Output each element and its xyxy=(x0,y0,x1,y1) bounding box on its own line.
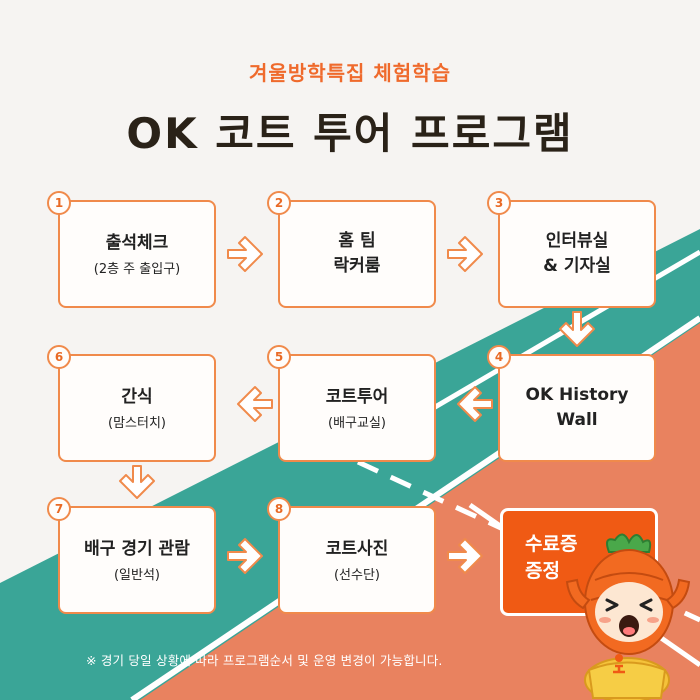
step-1-sublabel: (2층 주 출입구) xyxy=(93,261,181,277)
step-box-1: 출석체크 (2층 주 출입구) xyxy=(58,200,216,308)
step-2-label: 홈 팀 락커룸 xyxy=(333,231,381,276)
step-box-6: 간식 (맘스터치) xyxy=(58,354,216,462)
step-box-4: OK History Wall xyxy=(498,354,656,462)
page-title: OK 코트 투어 프로그램 xyxy=(126,109,574,158)
step-4-label: OK History Wall xyxy=(525,385,629,430)
step-8-sublabel: (선수단) xyxy=(333,567,381,583)
step-number-8: 8 xyxy=(267,497,291,521)
step-number-4: 4 xyxy=(487,345,511,369)
step-number-2: 2 xyxy=(267,191,291,215)
step-number-3: 3 xyxy=(487,191,511,215)
step-6-label: 간식 xyxy=(121,387,153,408)
step-box-7: 배구 경기 관람 (일반석) xyxy=(58,506,216,614)
step-5-label: 코트투어 xyxy=(325,387,389,408)
step-8-label: 코트사진 xyxy=(325,539,389,560)
step-6-sublabel: (맘스터치) xyxy=(108,415,166,431)
step-number-5: 5 xyxy=(267,345,291,369)
step-box-2: 홈 팀 락커룸 xyxy=(278,200,436,308)
step-box-5: 코트투어 (배구교실) xyxy=(278,354,436,462)
step-5-sublabel: (배구교실) xyxy=(328,415,386,431)
step-1-label: 출석체크 xyxy=(105,233,169,254)
step-3-label: 인터뷰실 & 기자실 xyxy=(543,231,611,276)
step-number-1: 1 xyxy=(47,191,71,215)
subtitle: 겨울방학특집 체험학습 xyxy=(249,61,451,85)
step-box-3: 인터뷰실 & 기자실 xyxy=(498,200,656,308)
step-box-8: 코트사진 (선수단) xyxy=(278,506,436,614)
step-number-7: 7 xyxy=(47,497,71,521)
step-7-sublabel: (일반석) xyxy=(113,567,161,583)
step-number-6: 6 xyxy=(47,345,71,369)
mascot-character-icon xyxy=(565,533,691,700)
step-7-label: 배구 경기 관람 xyxy=(84,539,190,560)
footer-note: ※ 경기 당일 상황에 따라 프로그램순서 및 운영 변경이 가능합니다. xyxy=(86,653,443,668)
